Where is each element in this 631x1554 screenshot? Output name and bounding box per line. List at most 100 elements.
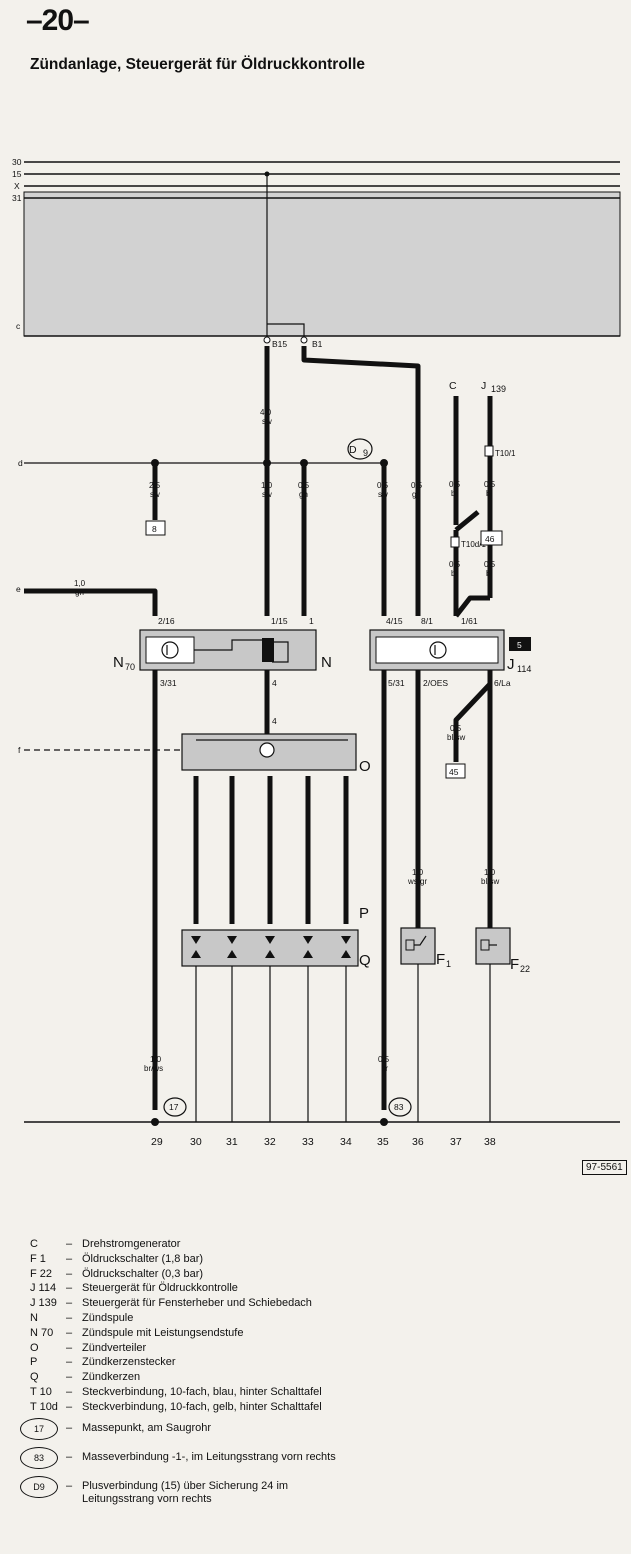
page-number: –20– [26, 4, 90, 37]
legend-code: O [30, 1341, 39, 1354]
legend-desc: Massepunkt, am Saugrohr [82, 1422, 212, 1434]
rail-label-x: X [14, 181, 20, 191]
rail-label-e: e [16, 584, 21, 594]
rail-label-d: d [18, 458, 23, 468]
legend-desc: Öldruckschalter (1,8 bar) [82, 1252, 204, 1265]
rail-label-30: 30 [12, 157, 22, 167]
legend-dash: – [66, 1341, 73, 1354]
rail-label-31: 31 [12, 193, 22, 203]
legend-dash: – [66, 1356, 73, 1369]
d9-sub: 9 [363, 448, 368, 458]
wire-label: sw [262, 490, 272, 499]
pin-label: 3/31 [160, 678, 177, 688]
pin-label: 5/31 [388, 678, 405, 688]
wire-label: bl/sw [481, 877, 499, 886]
legend-dash: – [66, 1326, 73, 1339]
legend-desc: Zündspule mit Leistungsendstufe [82, 1326, 244, 1339]
wire-label: bl/sw [447, 733, 465, 742]
legend-dash: – [66, 1238, 73, 1250]
legend-code: J 139 [30, 1297, 57, 1310]
wire-label: ws/gr [407, 877, 427, 886]
legend-row: P –Zündkerzenstecker [30, 1355, 590, 1370]
legend-dash: – [66, 1451, 73, 1463]
legend-desc: Steuergerät für Öldruckkontrolle [82, 1282, 238, 1295]
d9-connection [347, 438, 373, 460]
spark-plugs [181, 929, 359, 967]
legend-desc: Steckverbindung, 10-fach, blau, hinter S… [82, 1385, 322, 1398]
wiring-diagram: 30 15 X 31 c B15 B1 d D 9 e [12, 157, 621, 1148]
legend-desc: Drehstromgenerator [82, 1238, 181, 1250]
legend-dash: – [66, 1480, 73, 1492]
component-n70-label: N [113, 654, 124, 671]
ref-box-8 [145, 520, 166, 536]
oil-switch-f22 [475, 927, 511, 965]
legend-code: Q [30, 1371, 39, 1384]
legend-desc: Plusverbindung (15) über Sicherung 24 im… [82, 1480, 289, 1505]
wire-label: gn [75, 588, 84, 597]
component-c-label: C [449, 380, 457, 392]
fuse-panel [23, 191, 621, 337]
pin-label: 1/61 [461, 616, 478, 626]
legend-row: T 10–Steckverbindung, 10-fach, blau, hin… [30, 1385, 590, 1400]
component-p-label: P [359, 905, 369, 922]
symbol-legend-row: D9–Plusverbindung (15) über Sicherung 24… [20, 1476, 600, 1510]
legend-dash: – [66, 1422, 73, 1434]
wire-label: 0,5 [298, 481, 310, 490]
legend-dash: – [66, 1267, 73, 1280]
wire-label: 1,0 [150, 1055, 162, 1064]
wire-label: 0,5 [411, 481, 423, 490]
wire-label: bl [451, 489, 457, 498]
legend-code: F 22 [30, 1267, 53, 1280]
legend-code: P [30, 1356, 38, 1369]
wire-label: 0,5 [484, 480, 496, 489]
wire-bl-sw-45 [453, 670, 493, 762]
legend-code: J 114 [30, 1282, 57, 1295]
rail-label-c: c [16, 321, 21, 331]
legend-dash: – [66, 1385, 73, 1398]
component-j139-label: J [481, 380, 486, 392]
track-number: 35 [377, 1136, 389, 1148]
pin-label: 4 [272, 678, 277, 688]
legend-dash: – [66, 1297, 73, 1310]
legend-dash: – [66, 1371, 73, 1384]
legend-code: C [30, 1238, 38, 1250]
legend-row: F 22–Öldruckschalter (0,3 bar) [30, 1267, 590, 1282]
drawing-reference: 97-5561 [582, 1160, 627, 1175]
legend-desc: Zündkerzenstecker [82, 1356, 176, 1369]
pin-label: 6/La [494, 678, 511, 688]
component-n-label: N [321, 654, 332, 671]
j114-inner [375, 636, 499, 664]
legend-desc: Steuergerät für Fensterheber und Schiebe… [82, 1297, 312, 1310]
legend-desc: Zündspule [82, 1311, 134, 1324]
wire-label: sw [150, 490, 160, 499]
pin-label: 2/OES [423, 678, 448, 688]
legend-dash: – [66, 1311, 73, 1324]
legend-row: Q–Zündkerzen [30, 1370, 590, 1385]
n70-power-stage [145, 636, 195, 664]
component-o-label: O [359, 758, 371, 775]
component-j114-sub: 114 [517, 664, 531, 674]
rail-label-15: 15 [12, 169, 22, 179]
ref-box-45-label: 45 [449, 767, 459, 777]
wire-label: 1,0 [74, 579, 86, 588]
legend-row: J 114–Steuergerät für Öldruckkontrolle [30, 1281, 590, 1296]
symbol-circle: D9 [20, 1476, 58, 1498]
pin-b1 [300, 336, 308, 344]
wire-label: br/ws [144, 1064, 163, 1073]
track-number: 37 [450, 1136, 462, 1148]
legend-desc: Öldruckschalter (0,3 bar) [82, 1267, 204, 1280]
wire-label: 0,5 [378, 1055, 390, 1064]
ground-83 [388, 1097, 412, 1117]
component-j114-label: J [507, 656, 515, 673]
wire-label: bl [486, 569, 492, 578]
wire-label: 0,5 [377, 481, 389, 490]
wire-label: 1,0 [412, 868, 424, 877]
component-f22-sub: 22 [520, 964, 530, 974]
pin-label: 4/15 [386, 616, 403, 626]
ref-box-5 [509, 637, 531, 651]
legend-row: F 1–Öldruckschalter (1,8 bar) [30, 1252, 590, 1267]
component-q-label: Q [359, 952, 371, 969]
